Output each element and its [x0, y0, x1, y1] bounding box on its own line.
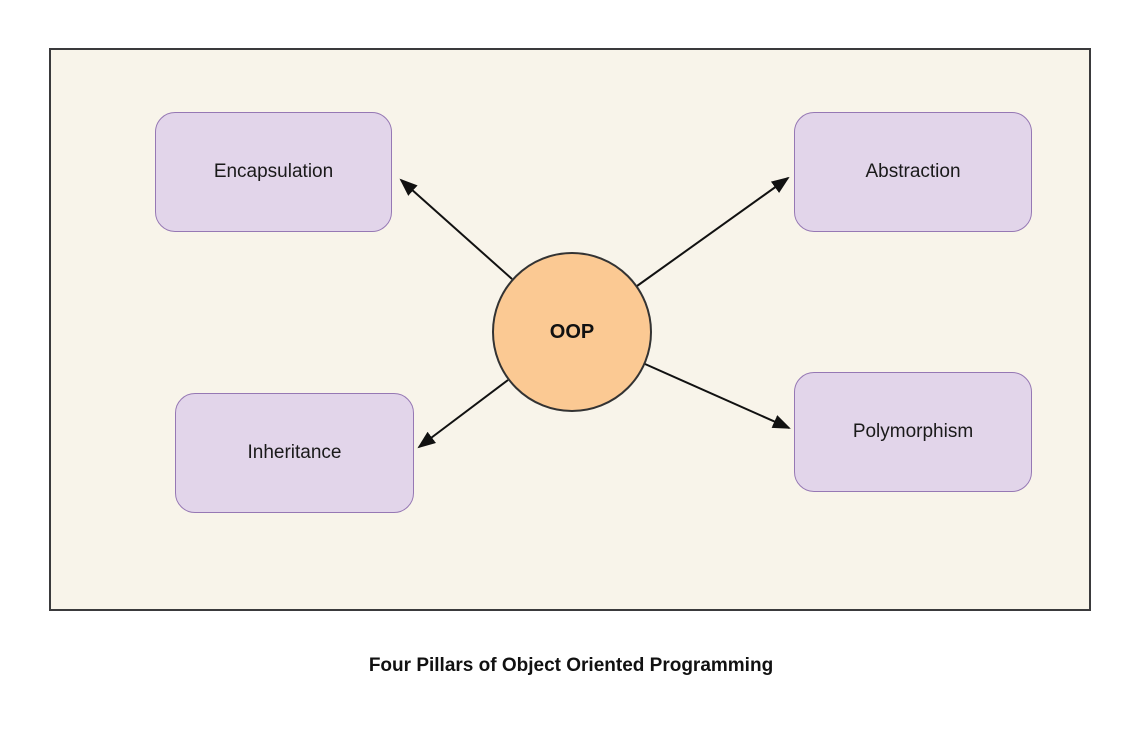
- node-inheritance-label: Inheritance: [247, 442, 342, 463]
- arrow-to-encapsulation: [399, 178, 513, 280]
- node-polymorphism: Polymorphism: [794, 372, 1032, 492]
- arrow-to-inheritance: [417, 379, 509, 449]
- node-abstraction-label: Abstraction: [865, 161, 961, 182]
- diagram-caption: Four Pillars of Object Oriented Programm…: [368, 655, 774, 676]
- arrow-layer: [399, 176, 791, 449]
- node-oop-center: OOP: [492, 252, 652, 412]
- node-encapsulation: Encapsulation: [155, 112, 392, 232]
- arrow-to-abstraction: [636, 176, 790, 287]
- diagram-canvas: Encapsulation Abstraction Inheritance Po…: [49, 48, 1091, 611]
- arrow-to-polymorphism: [644, 363, 791, 429]
- node-encapsulation-label: Encapsulation: [213, 161, 334, 182]
- node-inheritance: Inheritance: [175, 393, 414, 513]
- node-abstraction: Abstraction: [794, 112, 1032, 232]
- node-oop-label: OOP: [549, 320, 595, 343]
- node-polymorphism-label: Polymorphism: [852, 421, 974, 442]
